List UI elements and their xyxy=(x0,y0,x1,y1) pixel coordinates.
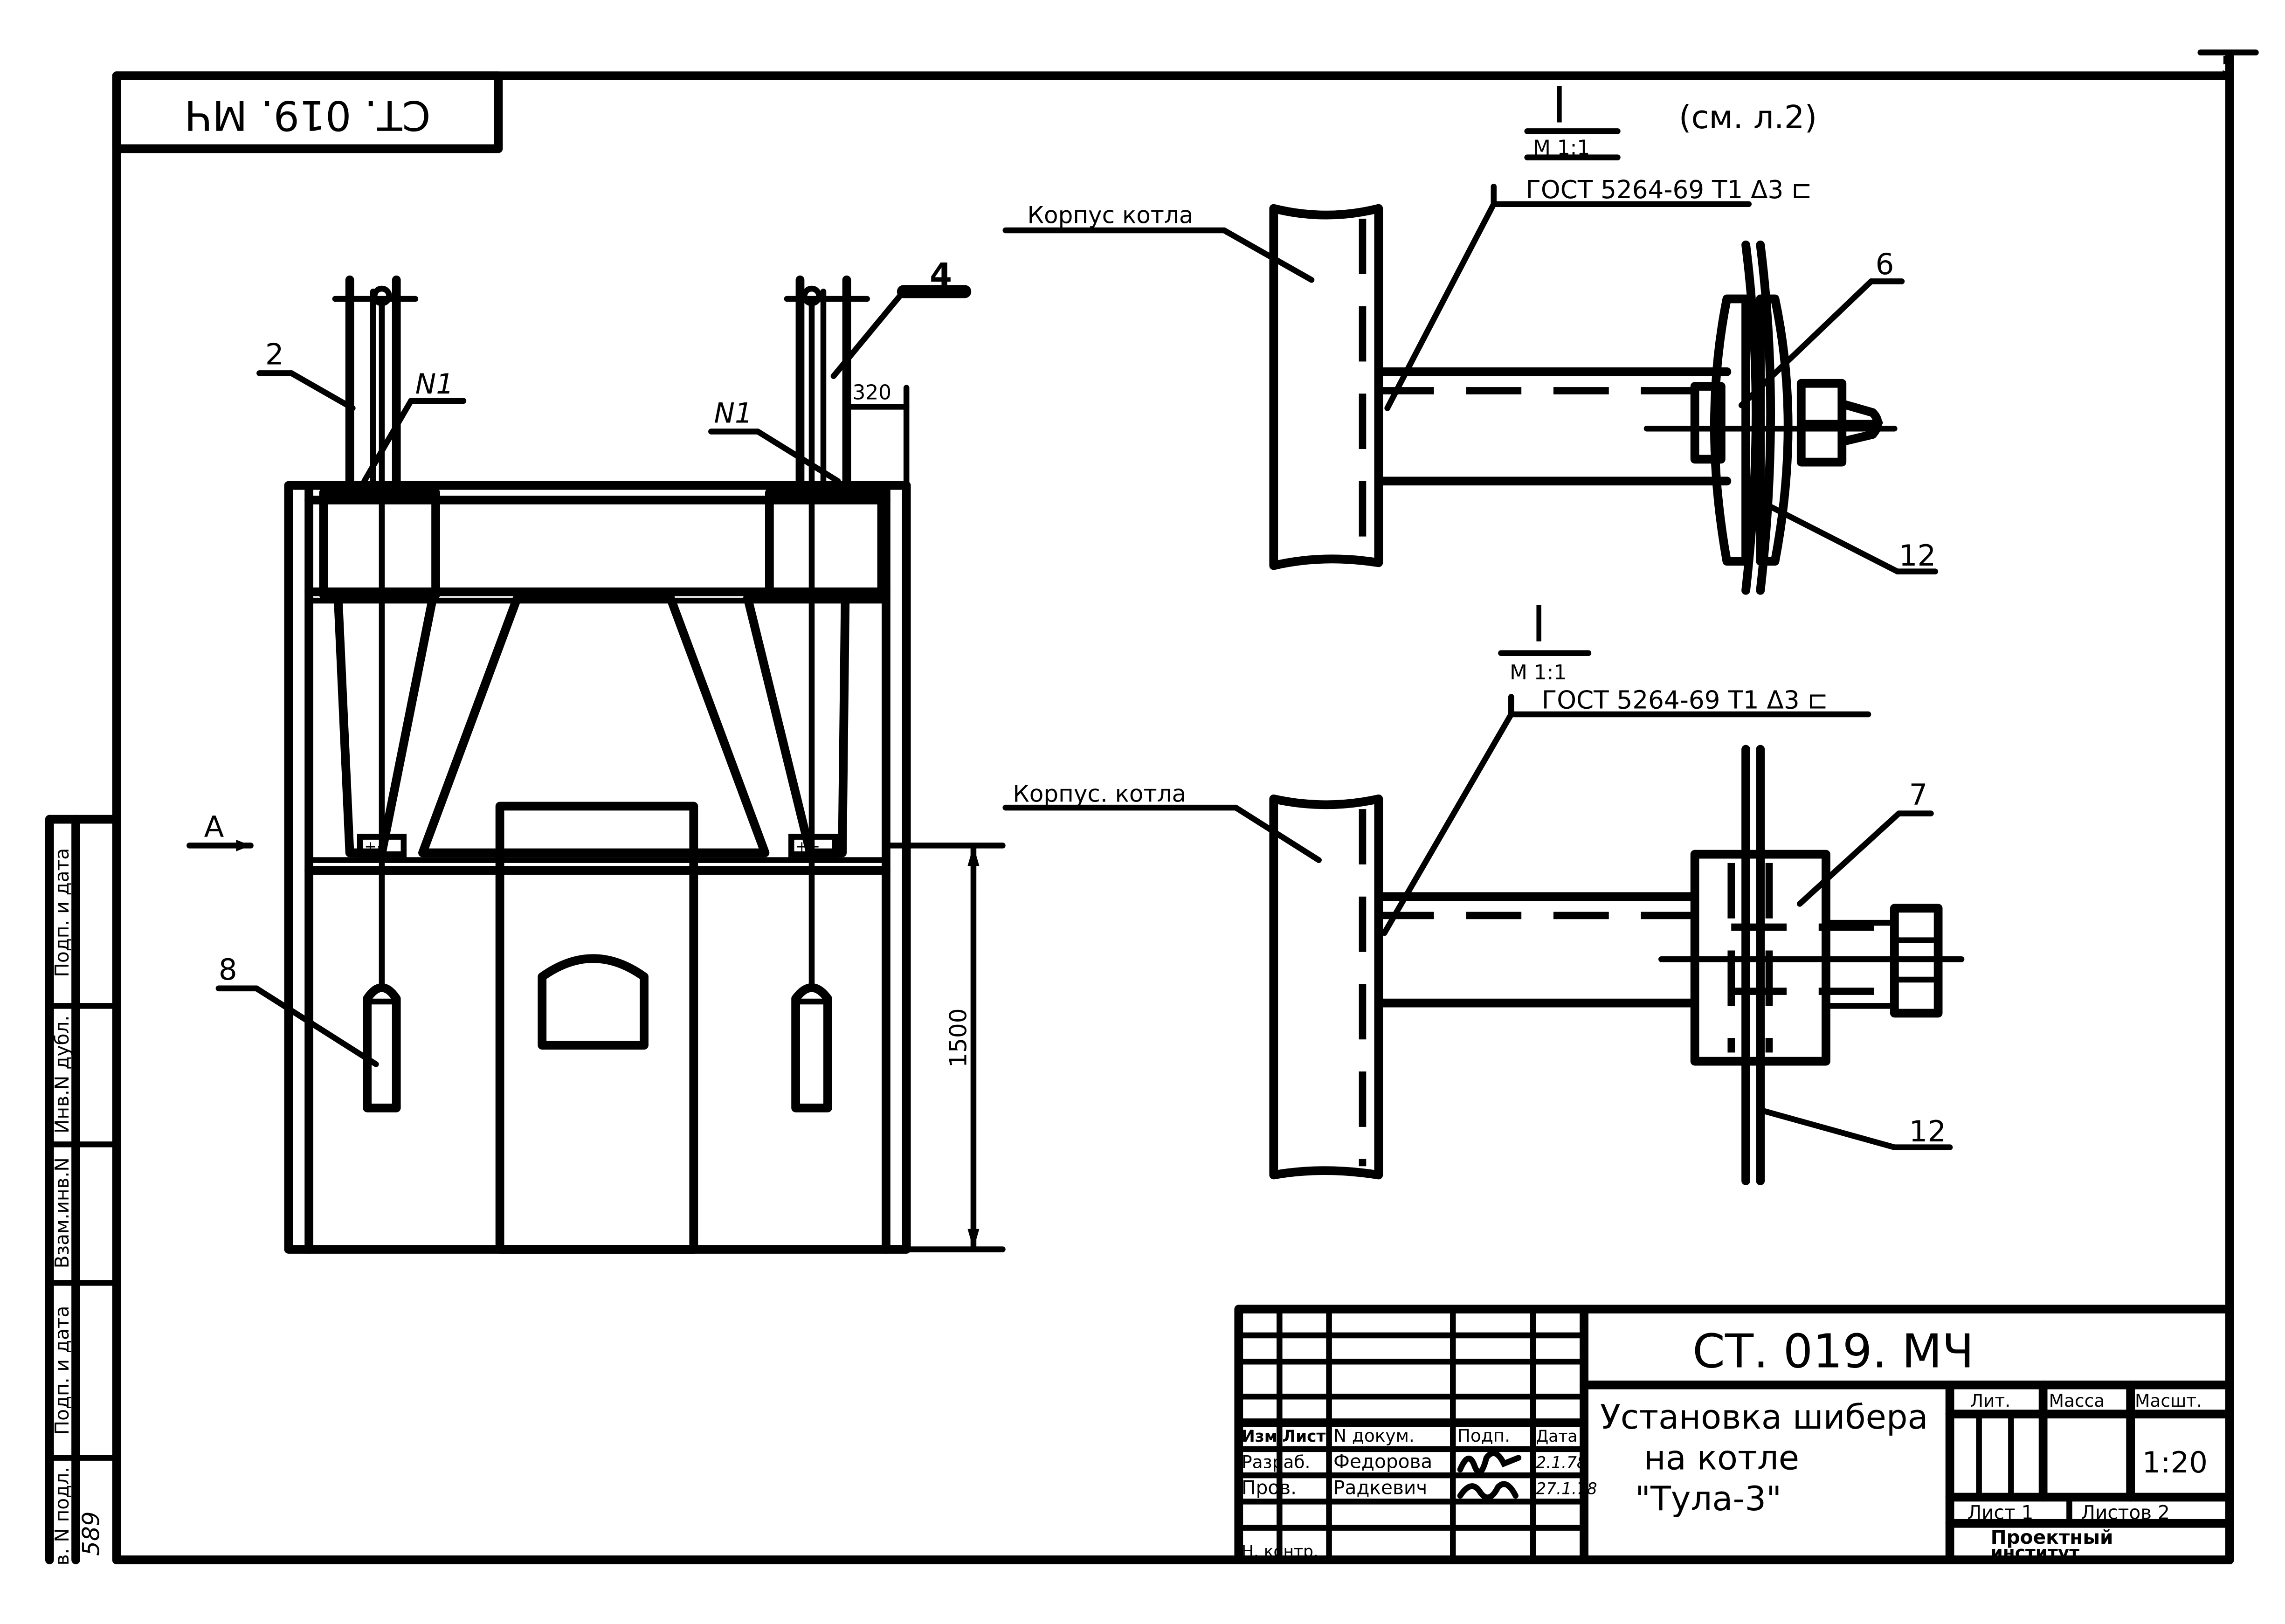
stamp-sign-date-1: Подп. и дата xyxy=(51,848,73,977)
svg-text:++: ++ xyxy=(364,838,388,855)
side-stamp-column: Подп. и дата Инв.N дубл. Взам.инв.N Подп… xyxy=(45,815,121,1566)
tb-r1-date: 2.1.78 xyxy=(1536,1453,1587,1472)
tb-lit: Лит. xyxy=(1970,1390,2010,1411)
tb-h-izm: Изм xyxy=(1242,1427,1277,1446)
tb-org-line1: Проектный xyxy=(1991,1526,2113,1548)
tb-h-sign: Подп. xyxy=(1457,1425,1510,1446)
tb-r1-role: Разраб. xyxy=(1242,1451,1310,1472)
callout-12-bottom: 12 xyxy=(1909,1114,1947,1148)
sheet-corner-number: 5 xyxy=(2221,51,2236,78)
dim-320: 320 xyxy=(852,381,891,405)
sheet-reference: (см. л.2) xyxy=(1679,99,1817,136)
tb-title-line1: Установка шибера xyxy=(1600,1397,1928,1437)
callout-12-top: 12 xyxy=(1899,539,1936,573)
tb-designation: СТ. 019. МЧ xyxy=(1692,1324,1974,1379)
callout-6: 6 xyxy=(1876,247,1894,281)
tb-mass: Масса xyxy=(2049,1390,2105,1411)
section-mark-top: I xyxy=(1552,77,1567,135)
callout-7: 7 xyxy=(1909,778,1928,812)
tb-scale: Масшт. xyxy=(2135,1390,2202,1411)
tb-org-line2: институт xyxy=(1991,1542,2080,1562)
tb-sheets-total: Листов 2 xyxy=(2081,1501,2169,1524)
label-boiler-bottom: Корпус. котла xyxy=(1013,781,1186,808)
stamp-inv-dup: Инв.N дубл. xyxy=(51,1016,73,1133)
callout-n1-left: N1 xyxy=(415,368,454,401)
signature-prov xyxy=(1457,1481,1519,1500)
title-block: Изм Лист N докум. Подп. Дата Разраб. Фед… xyxy=(1234,1305,2234,1564)
tb-scale-value: 1:20 xyxy=(2142,1445,2208,1479)
rotated-designation: СТ. 019. МЧ xyxy=(184,91,430,139)
tb-sheet-no: Лист 1 xyxy=(1967,1501,2034,1524)
section-mark-bottom: I xyxy=(1532,596,1546,654)
tb-r3-role: Н. контр. xyxy=(1242,1542,1319,1561)
weld-note-top: ГОСТ 5264-69 Т1 Δ3 ⊏ xyxy=(1526,175,1812,204)
tb-title-line3: "Тула-3" xyxy=(1635,1479,1781,1518)
callout-2: 2 xyxy=(265,338,284,372)
tb-r2-role: Пров. xyxy=(1242,1477,1297,1499)
main-elevation-view: ++ ++ A 2 N1 N1 xyxy=(186,256,1006,1254)
tb-title-line2: на котле xyxy=(1644,1438,1799,1478)
stamp-replace-inv: Взам.инв.N xyxy=(51,1157,73,1268)
svg-text:++: ++ xyxy=(796,838,820,855)
signature-razrab xyxy=(1457,1450,1522,1475)
view-a-label: A xyxy=(204,810,224,844)
tb-r2-name: Радкевич xyxy=(1333,1477,1427,1499)
dim-1500: 1500 xyxy=(945,1008,972,1067)
tb-h-doc: N докум. xyxy=(1333,1425,1415,1446)
callout-8: 8 xyxy=(219,953,237,987)
stamp-original-inv: в. N подл. xyxy=(51,1467,73,1566)
rotated-designation-box: СТ. 019. МЧ xyxy=(112,71,503,153)
callout-4: 4 xyxy=(930,256,952,294)
callout-n1-right: N1 xyxy=(714,398,752,430)
inv-number: 589 xyxy=(78,1511,105,1555)
tb-r2-date: 27.1.78 xyxy=(1536,1480,1597,1499)
stamp-sign-date-2: Подп. и дата xyxy=(51,1306,73,1435)
scale-mark-bottom: М 1:1 xyxy=(1510,661,1567,684)
tb-h-date: Дата xyxy=(1536,1427,1577,1446)
weld-note-bottom: ГОСТ 5264-69 Т1 Δ3 ⊏ xyxy=(1542,686,1828,715)
detail-bottom: I М 1:1 ГОСТ 5264-69 Т1 Δ3 ⊏ Корпус. кот… xyxy=(1002,596,1965,1185)
tb-r1-name: Федорова xyxy=(1333,1450,1432,1472)
detail-top: I М 1:1 (см. л.2) ГОСТ 5264-69 Т1 Δ3 ⊏ К… xyxy=(1002,77,1939,595)
label-boiler-top: Корпус котла xyxy=(1028,201,1194,228)
tb-h-list: Лист xyxy=(1283,1427,1326,1446)
